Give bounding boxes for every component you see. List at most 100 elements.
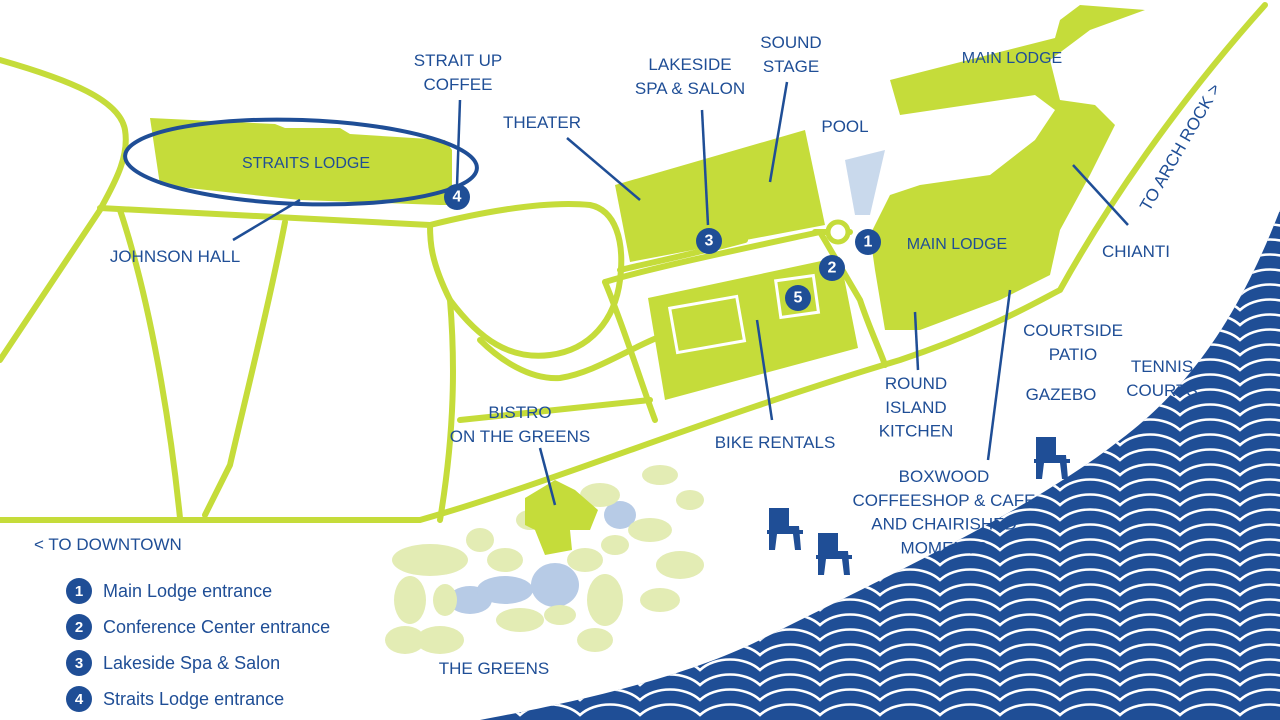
johnson-hall-label[interactable]: JOHNSON HALL — [110, 247, 240, 266]
label-line: THE GREENS — [439, 659, 550, 678]
marker-4[interactable]: 4 — [444, 184, 470, 210]
marker-3[interactable]: 3 — [696, 228, 722, 254]
straits-lodge-label[interactable]: STRAITS LODGE — [242, 155, 370, 172]
label-line: AND CHAIRISHED — [871, 515, 1016, 534]
tennis-courts-label[interactable]: TENNIS COURTS — [1126, 357, 1197, 400]
to-downtown-label[interactable]: < TO DOWNTOWN — [34, 535, 182, 554]
green-blob — [392, 544, 468, 576]
wave-line — [480, 283, 1280, 297]
green-blob — [676, 490, 704, 510]
label-line: JOHNSON HALL — [110, 247, 240, 266]
svg-text:4: 4 — [453, 189, 462, 206]
label-line: MAIN LODGE — [907, 236, 1007, 253]
label-line: BOXWOOD — [899, 467, 990, 486]
label-line: TENNIS — [1131, 357, 1193, 376]
wave-line — [480, 703, 1280, 717]
label-line: STRAITS LODGE — [242, 155, 370, 172]
marker-5[interactable]: 5 — [785, 285, 811, 311]
legend-item: 3 Lakeside Spa & Salon — [30, 645, 430, 681]
green-blob — [642, 465, 678, 485]
the-greens-label[interactable]: THE GREENS — [439, 659, 550, 678]
the-greens-area — [385, 465, 704, 654]
label-line: CHIANTI — [1102, 242, 1170, 261]
pointer-lines — [232, 81, 1129, 506]
label-line: STAGE — [763, 57, 819, 76]
wave-line — [480, 268, 1280, 282]
svg-text:2: 2 — [828, 260, 837, 277]
marker-2[interactable]: 2 — [819, 255, 845, 281]
green-blob — [466, 528, 494, 552]
green-blob — [628, 518, 672, 542]
adirondack-chair-icon — [816, 533, 852, 575]
green-blob — [580, 483, 620, 507]
adirondack-chair-icon — [767, 508, 803, 550]
label-line: ROUND — [885, 374, 947, 393]
straits-lodge-highlight-ellipse — [123, 117, 479, 207]
bistro-building — [525, 480, 598, 555]
bike-rentals-label[interactable]: BIKE RENTALS — [715, 433, 836, 452]
chianti-label[interactable]: CHIANTI — [1102, 242, 1170, 261]
label-line: GAZEBO — [1026, 385, 1097, 404]
legend-item: 2 Conference Center entrance — [30, 609, 430, 645]
lakeside-spa-label[interactable]: LAKESIDE SPA & SALON — [635, 55, 745, 98]
legend-label: Lakeside Spa & Salon — [103, 652, 281, 673]
label-line: LAKESIDE — [648, 55, 731, 74]
legend-number-badge: 4 — [66, 686, 92, 712]
green-blob — [385, 626, 425, 654]
label-line: THEATER — [503, 113, 581, 132]
legend-number-badge: 1 — [66, 578, 92, 604]
label-line: ON THE GREENS — [450, 427, 590, 446]
legend-number-badge: 3 — [66, 650, 92, 676]
roads — [0, 2, 1268, 523]
label-line: POOL — [821, 117, 868, 136]
main-lodge-label[interactable]: MAIN LODGE — [907, 236, 1007, 253]
marker-1[interactable]: 1 — [855, 229, 881, 255]
strait-up-coffee-label[interactable]: STRAIT UP COFFEE — [414, 51, 502, 94]
green-blob — [604, 501, 636, 529]
pool-label[interactable]: POOL — [821, 117, 868, 136]
buildings — [150, 5, 1145, 555]
legend-number-badge: 2 — [66, 614, 92, 640]
label-line: MOMENTS — [901, 538, 988, 557]
boxwood-label[interactable]: BOXWOOD COFFEESHOP & CAFE AND CHAIRISHED MO… — [853, 467, 1036, 557]
green-blob — [587, 574, 623, 626]
straits-lodge-building — [150, 118, 452, 205]
pool-shape — [845, 150, 885, 215]
main-lodge-top-label[interactable]: MAIN LODGE — [962, 50, 1062, 67]
label-line: MAIN LODGE — [962, 50, 1062, 67]
green-blob — [416, 626, 464, 654]
green-blob — [496, 608, 544, 632]
bistro-label[interactable]: BISTRO ON THE GREENS — [450, 403, 590, 446]
map-legend: < TO DOWNTOWN 1 Main Lodge entrance 2 Co… — [30, 535, 430, 717]
svg-text:3: 3 — [705, 233, 714, 250]
label-line: COFFEESHOP & CAFE — [853, 491, 1036, 510]
label-line: KITCHEN — [879, 422, 954, 441]
svg-text:5: 5 — [794, 290, 803, 307]
label-line: COFFEE — [424, 75, 493, 94]
label-line: BIKE RENTALS — [715, 433, 836, 452]
main-lodge-top-building — [870, 5, 1145, 330]
legend-item: 1 Main Lodge entrance — [30, 573, 430, 609]
label-line: SOUND — [760, 33, 821, 52]
wave-line — [480, 298, 1280, 312]
legend-label: Conference Center entrance — [103, 616, 331, 637]
sound-stage-label[interactable]: SOUND STAGE — [760, 33, 821, 76]
green-blob — [477, 576, 533, 604]
green-blob — [567, 548, 603, 572]
legend-label: Straits Lodge entrance — [103, 688, 285, 709]
label-line: SPA & SALON — [635, 79, 745, 98]
label-line: PATIO — [1049, 345, 1098, 364]
map-markers: 1 2 3 4 5 — [444, 184, 881, 311]
chair-icons — [767, 437, 1070, 575]
legend-label: Main Lodge entrance — [103, 580, 273, 601]
label-line: STRAIT UP — [414, 51, 502, 70]
svg-text:1: 1 — [864, 234, 873, 251]
green-blob — [577, 628, 613, 652]
green-blob — [531, 563, 579, 607]
label-line: BISTRO — [488, 403, 551, 422]
label-line: COURTS — [1126, 381, 1197, 400]
gazebo-label[interactable]: GAZEBO — [1026, 385, 1097, 404]
theater-label[interactable]: THEATER — [503, 113, 581, 132]
